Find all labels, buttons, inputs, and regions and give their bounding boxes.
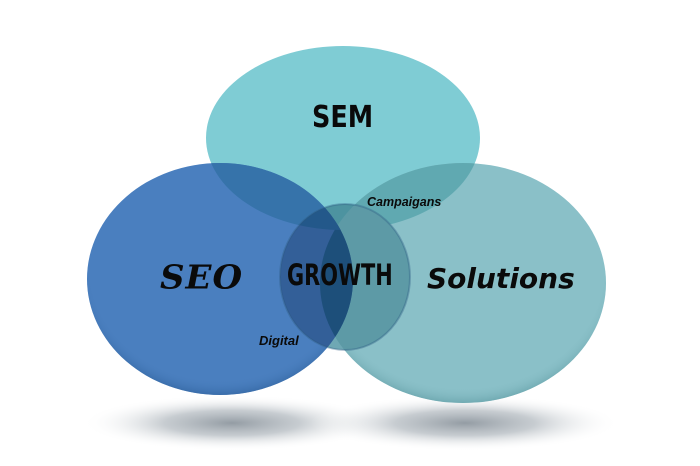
growth-label: GROWTH [287, 258, 393, 292]
growth-center-circle [279, 203, 411, 351]
digital-label: Digital [259, 333, 299, 348]
seo-sem-overlap [206, 163, 353, 230]
seo-shadow [82, 395, 382, 451]
sem-label: SEM [312, 100, 374, 135]
solutions-shadow [310, 395, 620, 451]
sem-solutions-overlap [320, 163, 480, 230]
solutions-label: Solutions [427, 262, 575, 295]
campaigans-label: Campaigans [367, 195, 442, 209]
seo-label: SEO [160, 259, 244, 297]
